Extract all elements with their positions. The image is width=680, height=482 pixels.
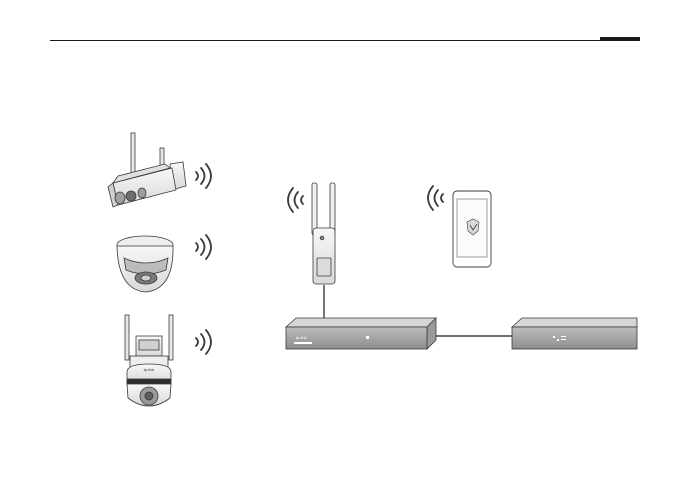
phone-icon — [453, 191, 491, 267]
wifi-signal-icon — [196, 330, 211, 354]
access-point-icon — [312, 183, 335, 284]
bullet-camera-icon — [108, 133, 186, 207]
dome-camera-icon — [117, 236, 173, 292]
nvr-icon — [512, 318, 637, 349]
svg-text:tp-link: tp-link — [296, 335, 307, 340]
wifi-signal-icon — [288, 188, 303, 212]
wifi-signal-icon — [196, 164, 211, 188]
wifi-signal-icon — [428, 186, 443, 210]
svg-text:tp-link: tp-link — [144, 367, 155, 372]
wifi-signal-icon — [196, 235, 211, 259]
ptz-camera-icon: tp-link — [125, 315, 173, 406]
switch-icon: tp-link — [286, 318, 436, 349]
